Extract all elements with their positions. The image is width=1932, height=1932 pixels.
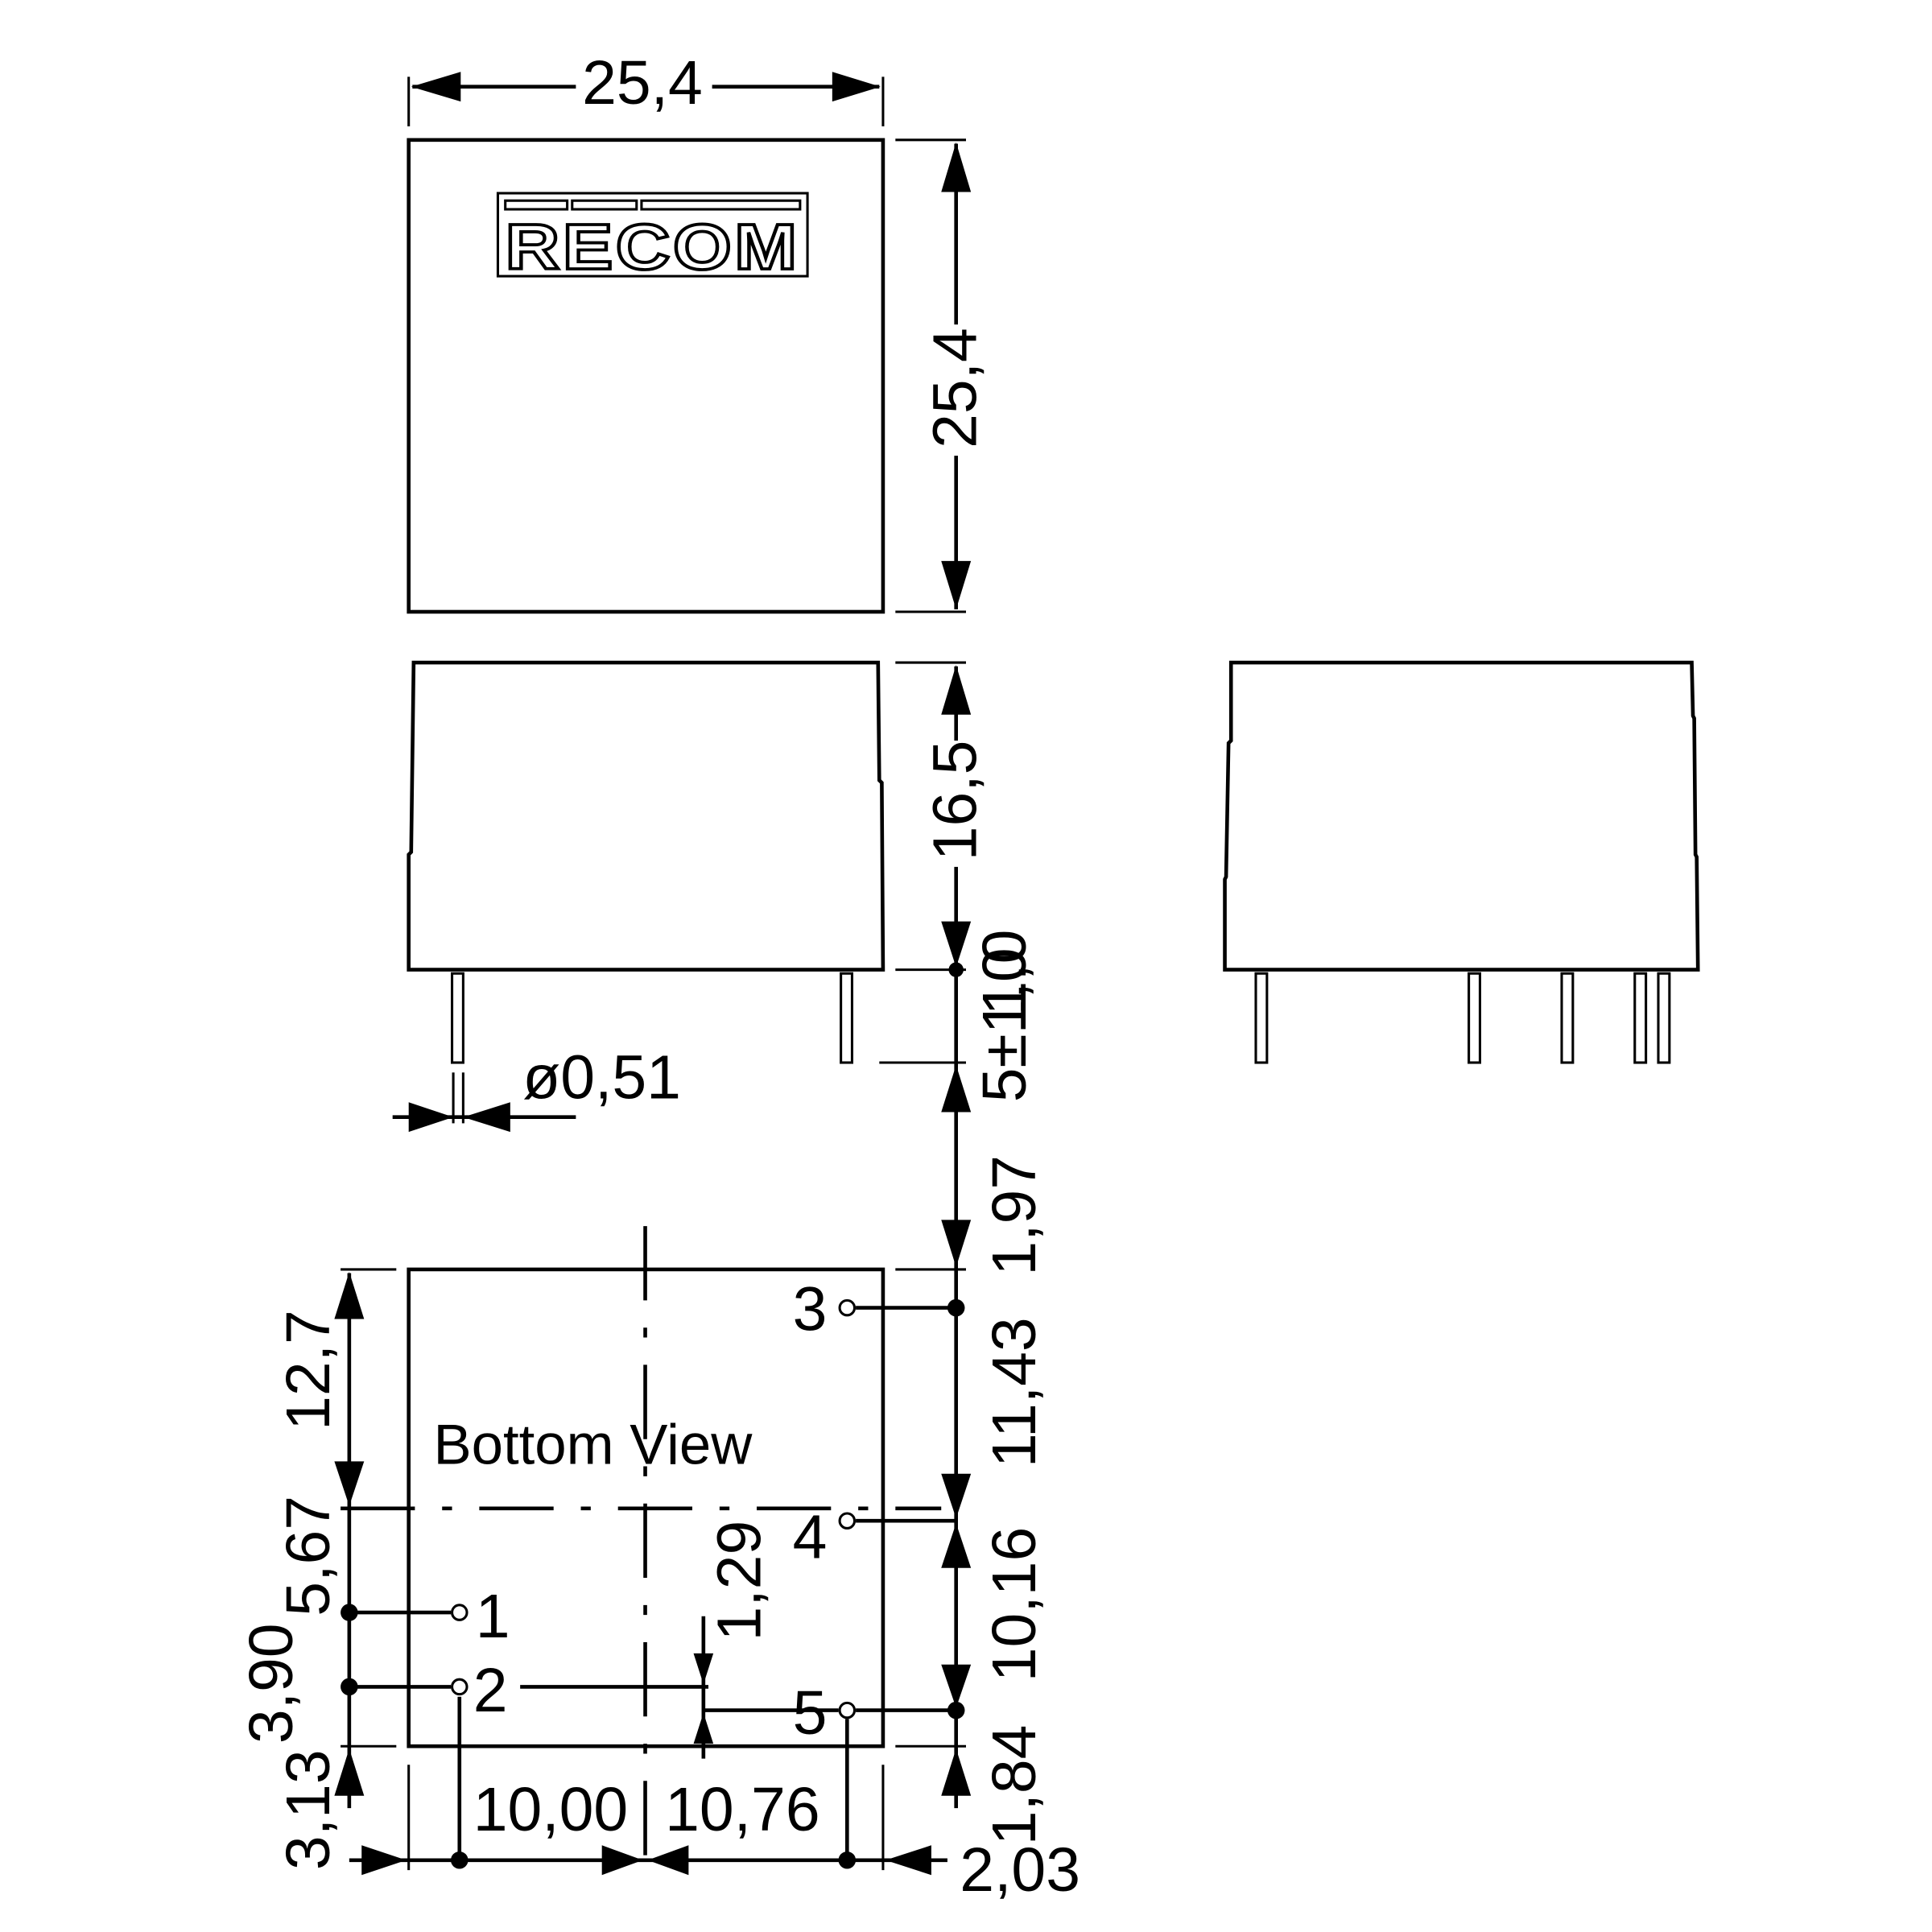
dim-height: 16,5 <box>920 741 989 861</box>
recom-logo: RECOM <box>496 192 809 284</box>
pin-side-2 <box>1468 972 1482 1064</box>
svg-text:4: 4 <box>793 1502 828 1571</box>
dim-depth: 25,4 <box>920 328 989 448</box>
svg-text:1: 1 <box>476 1582 510 1651</box>
pin-3: 3 <box>793 1274 965 1344</box>
dim-span-right: 10,76 <box>665 1775 819 1844</box>
side-view-outline <box>1223 660 1700 972</box>
pin-5: 5 <box>703 1678 965 1864</box>
dim-bottom-offset-right: 1,84 <box>980 1725 1049 1846</box>
dim-left-upper: 12,7 <box>274 1310 343 1430</box>
pin-side-1 <box>1254 972 1269 1064</box>
pin-side-4 <box>1633 972 1648 1064</box>
dim-width: 25,4 <box>582 48 703 118</box>
pin-front-right <box>840 972 854 1064</box>
svg-text:3: 3 <box>793 1274 828 1344</box>
pin-2: 2 <box>341 1656 708 1864</box>
svg-text:2: 2 <box>473 1656 508 1725</box>
dim-span-left: 10,00 <box>473 1775 628 1844</box>
front-view-outline <box>407 660 886 972</box>
dim-standoff: 1,0 <box>970 930 1039 1016</box>
dim-1-29: 1,29 <box>705 1521 774 1641</box>
pin-front-left <box>451 972 464 1064</box>
dim-left-mid: 5,67 <box>274 1496 343 1616</box>
pin-1: 1 <box>341 1582 510 1651</box>
pin-4: 4 <box>793 1502 956 1571</box>
svg-text:5: 5 <box>793 1678 828 1748</box>
dim-pin3-pin4: 11,43 <box>980 1317 1049 1468</box>
pin-side-3 <box>1560 972 1575 1064</box>
bottom-view-label: Bottom View <box>433 1412 753 1476</box>
bottom-view: Bottom View 1 2 3 4 <box>237 1155 1080 1905</box>
dim-left-low: 3,90 <box>237 1623 306 1744</box>
top-view: RECOM 25,4 25,4 <box>407 48 989 614</box>
dim-pin4-pin5: 10,16 <box>980 1527 1049 1682</box>
dim-pin-diameter: ø0,51 <box>522 1043 681 1113</box>
front-view: 16,5 1,0 5±1,0 ø0,51 <box>392 660 1039 1158</box>
dim-right-edge: 2,03 <box>960 1835 1080 1905</box>
logo-text: RECOM <box>506 211 800 283</box>
top-view-outline <box>407 138 886 614</box>
dim-top-offset: 1,97 <box>980 1155 1049 1276</box>
side-view <box>1223 660 1700 1064</box>
dim-left-bottom: 3,13 <box>274 1749 343 1870</box>
pin-side-5 <box>1657 972 1671 1064</box>
dim-pin-length: 5±1,0 <box>970 947 1039 1102</box>
